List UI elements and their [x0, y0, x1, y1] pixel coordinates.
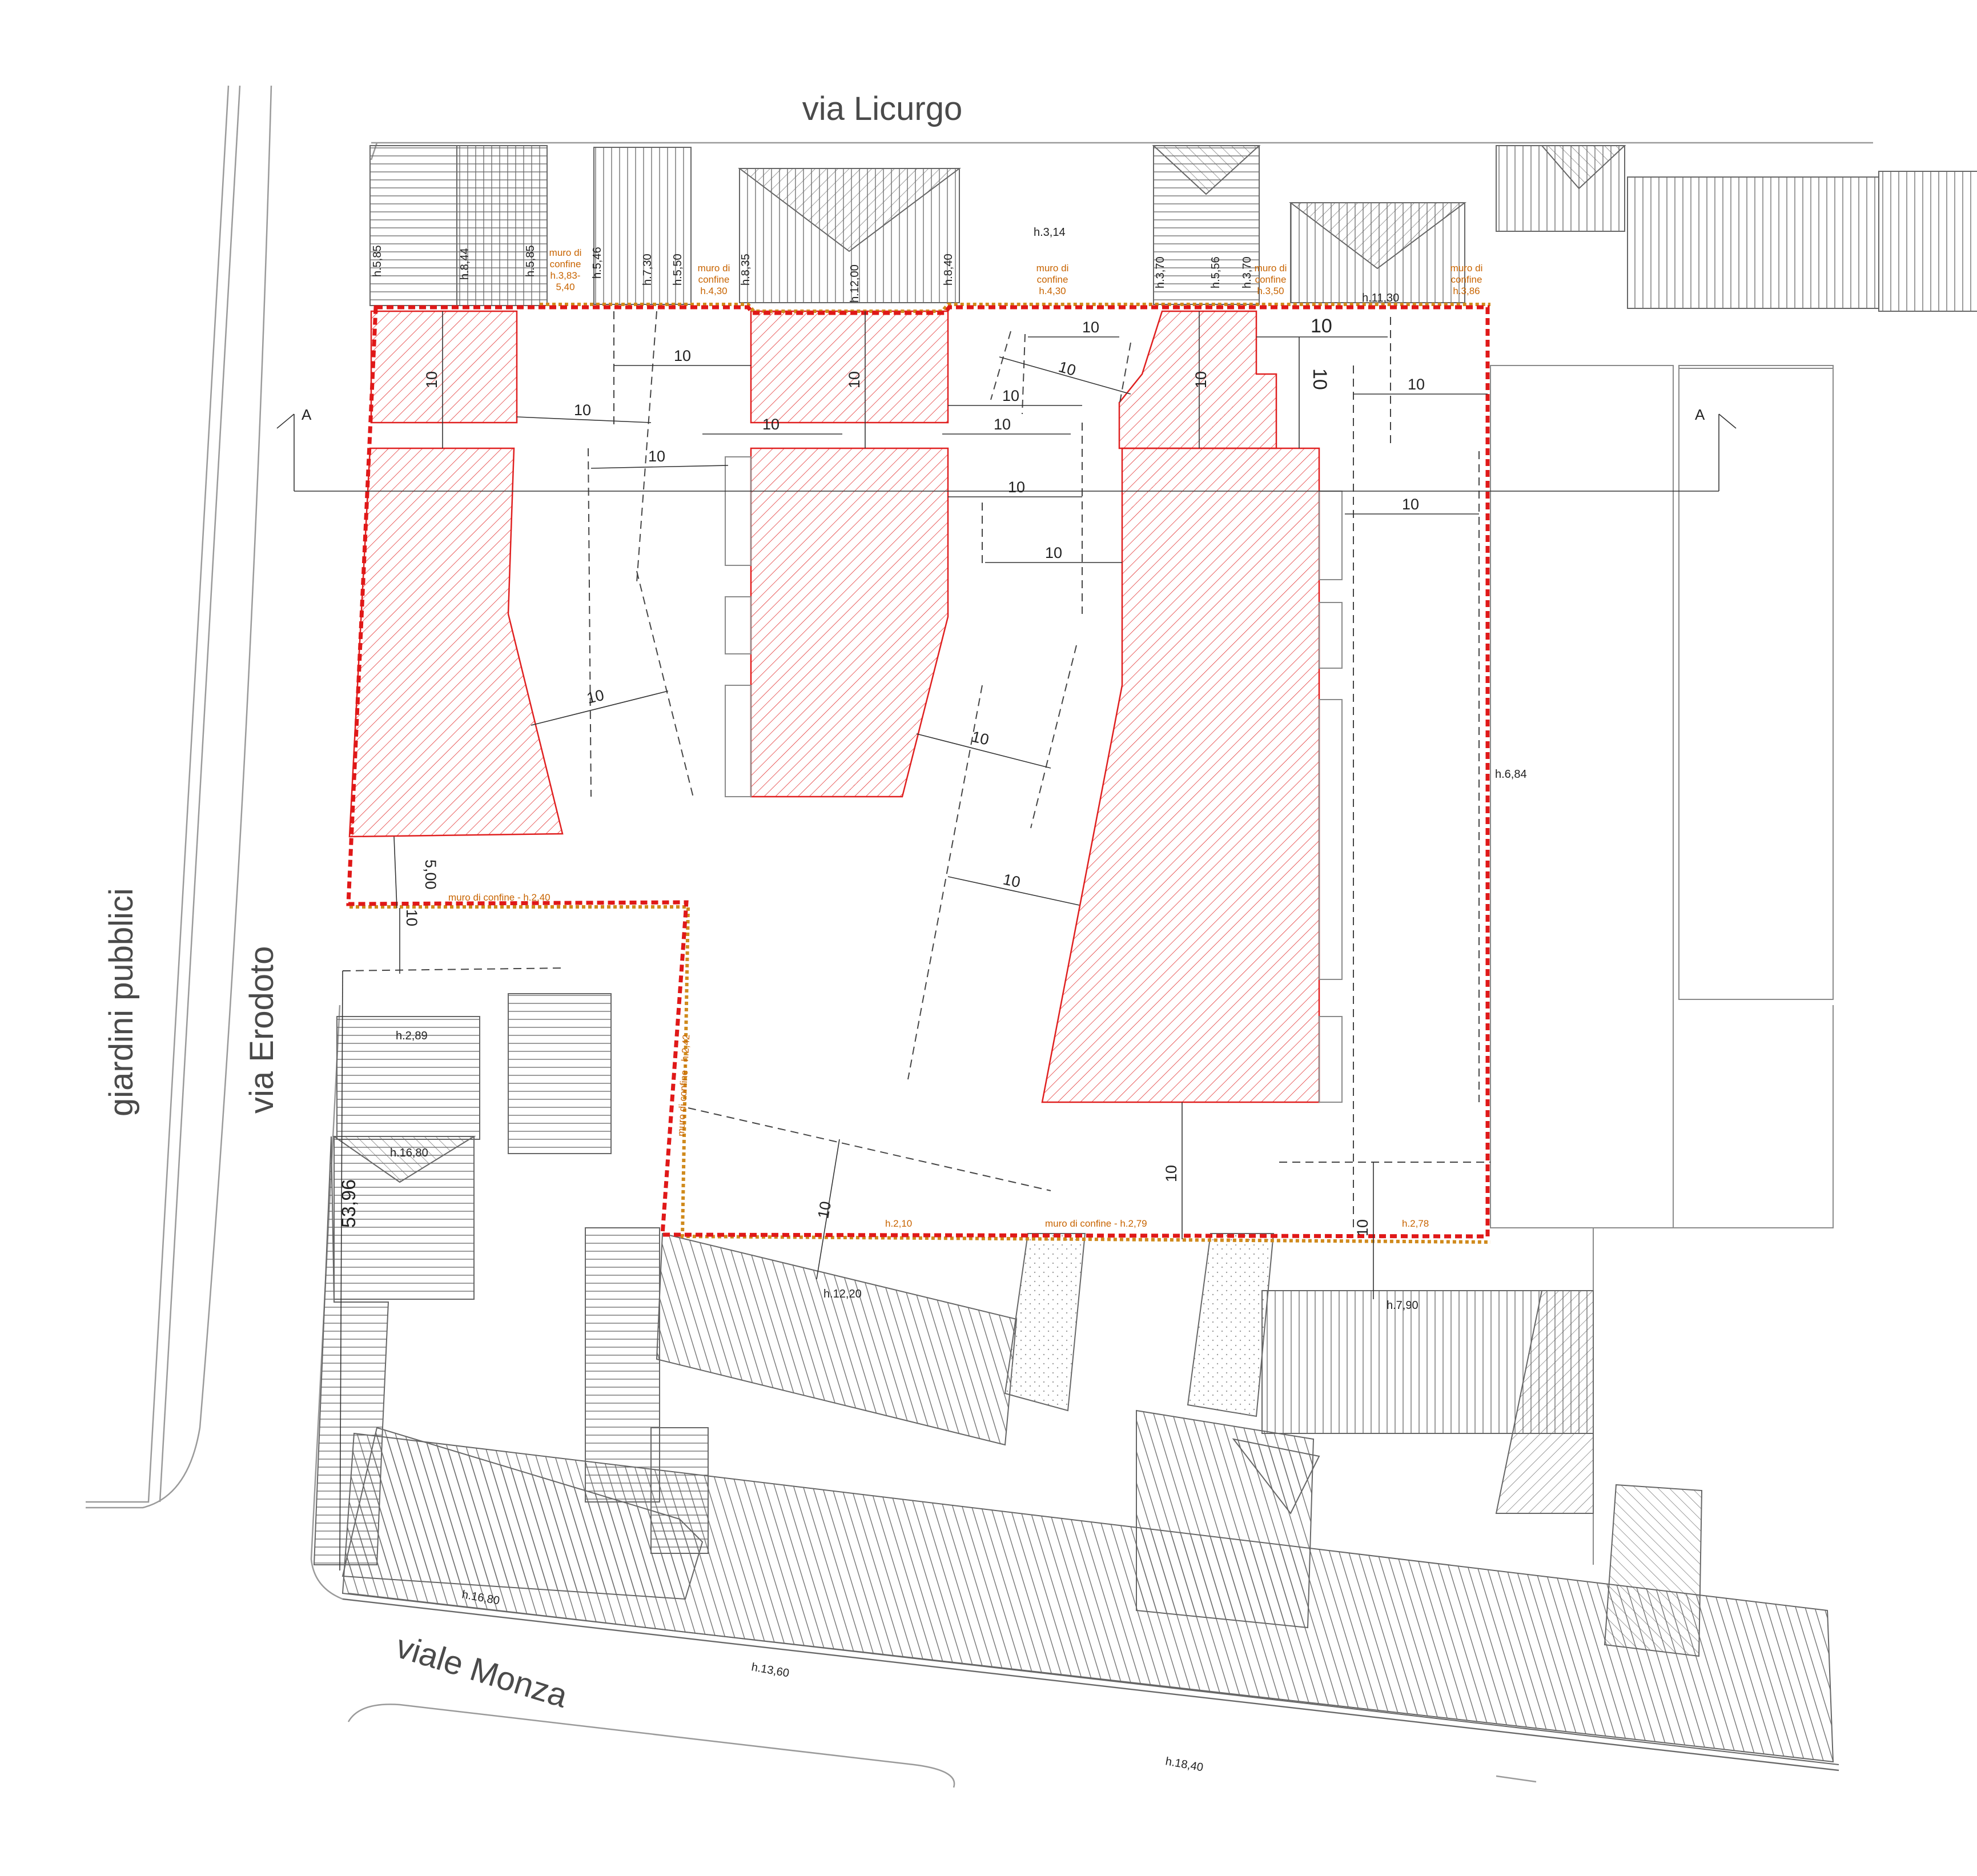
street-via-licurgo: via Licurgo [802, 90, 962, 127]
dim-label: 10 [994, 416, 1011, 433]
dim-label: 10 [1002, 387, 1019, 404]
wall-label: confine [698, 274, 730, 285]
dim-label: 10 [1354, 1219, 1371, 1236]
project-block-north-mid [750, 310, 949, 424]
height-label: h.6,84 [1495, 768, 1527, 781]
height-label: h.5,50 [672, 254, 684, 286]
park-giardini-pubblici: giardini pubblici [103, 888, 140, 1116]
dim-label-large: 10 [1309, 368, 1331, 390]
dim-label: 10 [846, 371, 863, 388]
section-markers: A A [302, 406, 1705, 423]
setback-lines [342, 311, 1490, 1228]
dim-label: 10 [674, 347, 691, 364]
height-label: h.5,46 [591, 247, 604, 279]
wall-label: muro di [1450, 263, 1483, 274]
dim-label: 5,00 [422, 859, 439, 890]
project-block-mid [750, 447, 949, 798]
section-label-a-right: A [1695, 406, 1705, 423]
dim-label: 10 [423, 371, 440, 388]
height-label: h.3,14 [1034, 226, 1066, 239]
section-label-a-left: A [302, 406, 312, 423]
wall-label: confine [1037, 274, 1068, 285]
height-label: h.13,60 [750, 1661, 790, 1680]
wall-label: muro di confine - h.2,79 [1045, 1218, 1147, 1229]
height-label: h.12,20 [823, 1288, 862, 1300]
height-label: h.8,44 [459, 248, 471, 280]
dim-label: 10 [814, 1200, 834, 1220]
dim-label-large: 10 [1311, 315, 1332, 337]
wall-label: h.2,10 [885, 1218, 912, 1229]
height-label: h.7,30 [641, 254, 654, 286]
wall-labels: muro di confine h.3,83- 5,40 muro di con… [448, 247, 1482, 1229]
dim-label: 10 [1002, 871, 1022, 891]
dimension-lines [276, 311, 1737, 1571]
road-lines [86, 85, 1873, 1788]
wall-label: muro di [1255, 263, 1287, 274]
existing-buildings-southwest [313, 993, 1839, 1771]
wall-label: confine [1255, 274, 1287, 285]
dim-label: 10 [1163, 1165, 1180, 1182]
street-via-erodoto: via Erodoto [243, 946, 280, 1114]
height-label: h.2,89 [396, 1030, 428, 1042]
dim-label: 10 [762, 416, 779, 433]
dim-label: 10 [403, 909, 420, 926]
height-label: h.16,80 [390, 1147, 428, 1159]
dim-label: 10 [1008, 479, 1025, 496]
wall-label: h.4,30 [700, 286, 727, 296]
height-label: h.3,70 [1154, 256, 1167, 288]
dim-label: 10 [574, 401, 591, 419]
dim-label: 10 [1082, 319, 1099, 336]
wall-label: muro di [698, 263, 730, 274]
height-labels: h.5,85 h.8,44 h.5,85 h.5,46 h.7,30 h.5,5… [371, 226, 1527, 1774]
wall-label: confine [1451, 274, 1482, 285]
wall-label: muro di confine - h.2,40 [448, 892, 550, 903]
height-label: h.3,70 [1241, 256, 1253, 288]
wall-label: muro di [549, 247, 582, 258]
dim-label-overall: 53,96 [338, 1179, 360, 1228]
dim-label: 10 [1045, 544, 1062, 561]
dim-label: 10 [1056, 358, 1078, 379]
height-label: h.5,56 [1209, 256, 1222, 288]
height-label: h.11,30 [1362, 292, 1399, 304]
height-label: h.5,85 [524, 245, 537, 277]
height-label: h.8,35 [740, 254, 752, 286]
wall-label: h.2,78 [1402, 1218, 1429, 1229]
height-label: h.8,40 [942, 254, 955, 286]
lot-boundary [346, 303, 1491, 1244]
project-block-east [1041, 447, 1320, 1103]
dim-label: 10 [970, 728, 991, 749]
wall-label: confine [550, 259, 581, 270]
dim-label: 10 [1192, 371, 1209, 388]
dim-label: 10 [585, 686, 606, 707]
project-buildings [348, 310, 1343, 1103]
wall-label: h.3,83- [550, 270, 581, 281]
dim-label: 10 [1408, 376, 1425, 393]
dimension-texts: 10 10 10 10 10 10 10 10 10 10 10 10 10 1… [338, 315, 1425, 1236]
height-label: h.12,00 [849, 264, 861, 303]
project-block-nw [370, 310, 518, 424]
dim-label: 10 [1402, 496, 1419, 513]
dim-label: 10 [648, 448, 665, 465]
wall-label: 5,40 [556, 282, 574, 292]
existing-buildings-north [369, 145, 1977, 312]
height-label: h.18,40 [1164, 1755, 1204, 1774]
street-viale-monza: viale Monza [392, 1628, 572, 1715]
height-label: h.7,90 [1387, 1299, 1419, 1312]
wall-label: muro di [1036, 263, 1069, 274]
project-block-west [348, 447, 564, 838]
wall-label: h.3,86 [1453, 286, 1480, 296]
wall-label: h.3,50 [1257, 286, 1284, 296]
wall-label: h.4,30 [1039, 286, 1066, 296]
wall-label: muro di confine - h.2,42 [676, 1034, 692, 1136]
height-label: h.5,85 [371, 245, 384, 277]
